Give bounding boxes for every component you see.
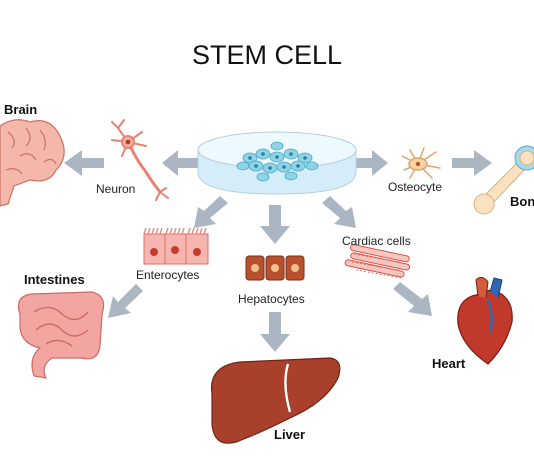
brain-icon xyxy=(0,119,65,207)
arrow-hepatocytes-to-liver xyxy=(260,312,290,352)
arrow-cardiac-to-heart xyxy=(393,282,432,316)
arrow-to-osteocyte xyxy=(356,150,388,176)
liver-icon xyxy=(210,357,341,444)
hepatocytes-icon xyxy=(245,255,305,281)
neuron-label: Neuron xyxy=(96,182,136,196)
cardiac-cells-icon xyxy=(344,244,411,279)
arrow-to-enterocytes xyxy=(194,196,228,228)
bone-icon xyxy=(473,145,534,215)
arrow-to-neuron xyxy=(162,150,198,176)
liver-label: Liver xyxy=(274,427,306,442)
petri-dish-icon xyxy=(197,131,357,195)
page-title: STEM CELL xyxy=(191,40,343,70)
osteocyte-icon xyxy=(401,147,441,179)
neuron-icon xyxy=(111,119,169,201)
bone-label: Bone xyxy=(510,194,534,209)
intestines-icon xyxy=(17,291,105,379)
hepatocytes-label: Hepatocytes xyxy=(238,292,305,306)
intestines-label: Intestines xyxy=(24,272,85,287)
arrow-to-cardiac xyxy=(322,196,356,228)
enterocytes-icon xyxy=(143,227,209,265)
arrow-enterocytes-to-intestines xyxy=(108,284,143,318)
arrow-to-hepatocytes xyxy=(260,205,290,244)
enterocytes-label: Enterocytes xyxy=(136,268,200,282)
arrow-neuron-to-brain xyxy=(64,150,104,176)
cardiac-cells-label: Cardiac cells xyxy=(342,234,411,248)
arrow-osteocyte-to-bone xyxy=(452,150,492,176)
brain-label: Brain xyxy=(4,102,38,117)
heart-label: Heart xyxy=(432,356,466,371)
arrows xyxy=(64,150,492,352)
heart-icon xyxy=(457,276,513,365)
osteocyte-label: Osteocyte xyxy=(388,180,443,194)
